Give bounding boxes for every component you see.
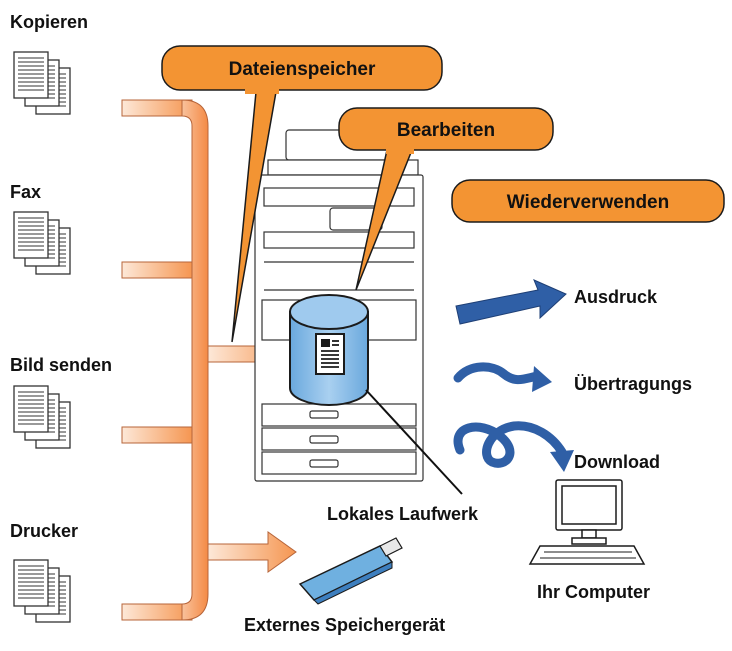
transfer-arrow-icon bbox=[453, 362, 552, 392]
document-stack-icon bbox=[13, 385, 71, 449]
local-drive-leader bbox=[365, 389, 463, 495]
source-label-kopieren: Kopieren bbox=[10, 12, 88, 32]
callout-dateienspeicher: Dateienspeicher bbox=[161, 45, 443, 343]
source-kopieren: Kopieren bbox=[10, 12, 88, 115]
print-arrow-icon bbox=[455, 279, 567, 325]
output-label-ausdruck: Ausdruck bbox=[574, 287, 658, 307]
local-drive-label: Lokales Laufwerk bbox=[327, 504, 479, 524]
output-label-uebertragungs: Übertragungs bbox=[574, 374, 692, 394]
source-bild-senden: Bild senden bbox=[10, 355, 112, 449]
computer-label: Ihr Computer bbox=[537, 582, 650, 602]
usb-drive-icon bbox=[298, 537, 403, 605]
callout-label-wiederverwenden: Wiederverwenden bbox=[507, 192, 669, 213]
callout-wiederverwenden: Wiederverwenden bbox=[451, 179, 725, 223]
external-storage-label: Externes Speichergerät bbox=[244, 615, 445, 635]
document-stack-icon bbox=[13, 559, 71, 623]
source-fax: Fax bbox=[10, 182, 71, 275]
document-stack-icon bbox=[13, 211, 71, 275]
download-arrow-icon bbox=[453, 421, 574, 472]
source-label-bild-senden: Bild senden bbox=[10, 355, 112, 375]
source-label-drucker: Drucker bbox=[10, 521, 78, 541]
local-drive-icon bbox=[289, 294, 369, 406]
output-label-download: Download bbox=[574, 452, 660, 472]
callout-bearbeiten: Bearbeiten bbox=[338, 107, 554, 291]
source-drucker: Drucker bbox=[10, 521, 78, 623]
computer-icon bbox=[528, 479, 646, 565]
callout-label-bearbeiten: Bearbeiten bbox=[397, 120, 495, 141]
document-stack-icon bbox=[13, 51, 71, 115]
callout-label-dateienspeicher: Dateienspeicher bbox=[229, 59, 376, 80]
source-label-fax: Fax bbox=[10, 182, 41, 202]
